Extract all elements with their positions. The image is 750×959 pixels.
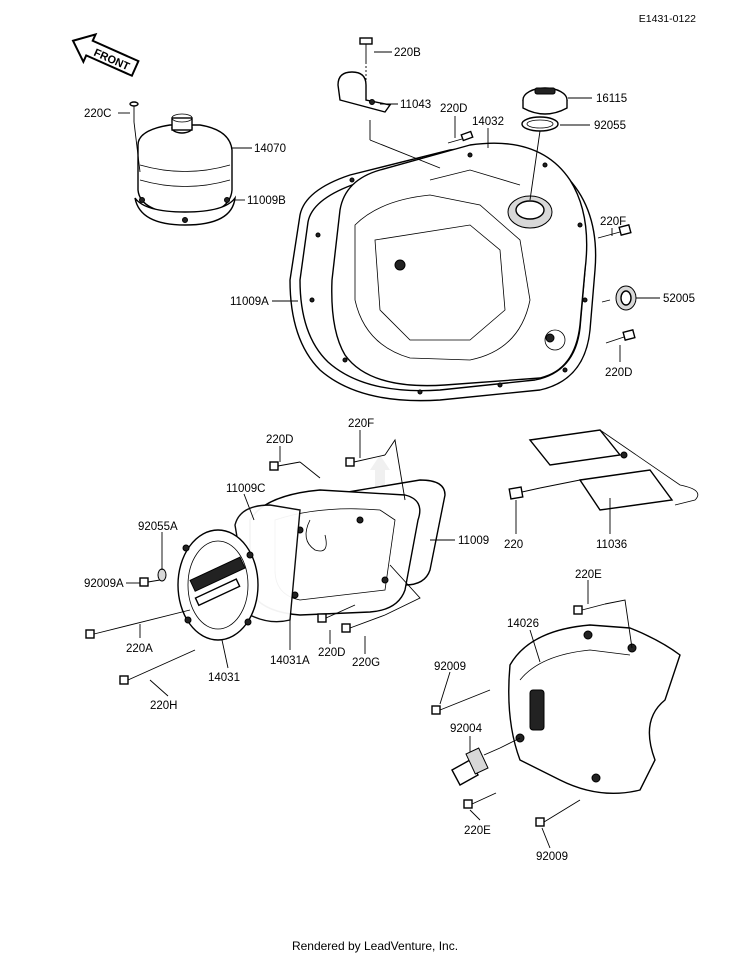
label-16115: 16115: [596, 93, 627, 105]
label-92004: 92004: [450, 723, 483, 735]
label-220B: 220B: [394, 47, 421, 59]
label-220D-low: 220D: [318, 647, 346, 659]
bolt-220D-mid: [269, 461, 301, 471]
label-220G: 220G: [352, 657, 380, 669]
part-16115-oil-cap: [522, 87, 568, 115]
reference-code: E1431-0122: [639, 13, 696, 25]
label-220F-right: 220F: [600, 216, 626, 228]
label-220H: 220H: [150, 700, 178, 712]
clip-11043: [337, 71, 392, 113]
part-11009B-gasket: [134, 195, 236, 226]
bolt-220C: [129, 101, 139, 122]
label-11009A: 11009A: [230, 296, 269, 308]
bolt-220D-low: [317, 604, 356, 623]
label-14032: 14032: [472, 116, 504, 128]
label-14031A: 14031A: [270, 655, 310, 667]
bolt-220G: [341, 614, 386, 633]
label-92055A: 92055A: [138, 521, 178, 533]
label-220D-top: 220D: [440, 103, 468, 115]
front-arrow: FRONT: [71, 32, 140, 78]
label-92055: 92055: [594, 120, 626, 132]
part-11036-plate: [528, 429, 699, 511]
bolt-220F-right: [597, 223, 632, 239]
bolt-220: [508, 486, 541, 500]
watermark: [370, 455, 390, 495]
label-14031: 14031: [208, 672, 240, 684]
bolt-220E-bottom: [463, 792, 497, 809]
label-220A: 220A: [126, 643, 153, 655]
bolt-220D-top: [447, 130, 474, 144]
bolt-220B: [359, 37, 373, 62]
bolt-220H: [119, 649, 196, 685]
label-220F-mid: 220F: [348, 418, 374, 430]
label-14026: 14026: [507, 618, 539, 630]
label-92009-bottom: 92009: [536, 851, 568, 863]
part-labels: 220B 11043 220D 14032 16115 92055 220C 1…: [84, 47, 695, 863]
label-11009B: 11009B: [247, 195, 286, 207]
label-11036: 11036: [596, 539, 627, 551]
label-220D-mid: 220D: [266, 434, 294, 446]
label-11009C: 11009C: [226, 483, 265, 495]
footer-credit: Rendered by LeadVenture, Inc.: [292, 939, 458, 953]
label-220E-bottom: 220E: [464, 825, 491, 837]
label-14070: 14070: [254, 143, 286, 155]
part-14070-cover: [137, 113, 233, 216]
part-52005-plug: [615, 285, 637, 311]
part-92004-fitting: [451, 747, 501, 786]
bolt-92009A: [139, 577, 161, 587]
label-220E-top: 220E: [575, 569, 602, 581]
label-11009: 11009: [458, 535, 489, 547]
part-92055-o-ring: [521, 116, 559, 132]
label-92009-top: 92009: [434, 661, 466, 673]
bolt-220F-mid: [345, 454, 386, 467]
label-92009A: 92009A: [84, 578, 124, 590]
part-14031-cover: [177, 529, 259, 641]
label-52005: 52005: [663, 293, 695, 305]
part-14032-clutch-cover: [309, 142, 588, 395]
bolt-220E-top: [573, 603, 606, 615]
label-11043: 11043: [400, 99, 431, 111]
leader-lines: [118, 51, 660, 849]
label-220D-right: 220D: [605, 367, 633, 379]
bolt-220D-right: [605, 328, 636, 344]
label-220: 220: [504, 539, 523, 551]
bolt-220A: [85, 609, 191, 639]
washer-92055A: [157, 568, 167, 582]
bolt-92009-bottom: [535, 799, 581, 827]
bolt-92009-top: [431, 689, 491, 715]
part-14026-sprocket-cover: [508, 624, 681, 794]
label-220C: 220C: [84, 108, 112, 120]
